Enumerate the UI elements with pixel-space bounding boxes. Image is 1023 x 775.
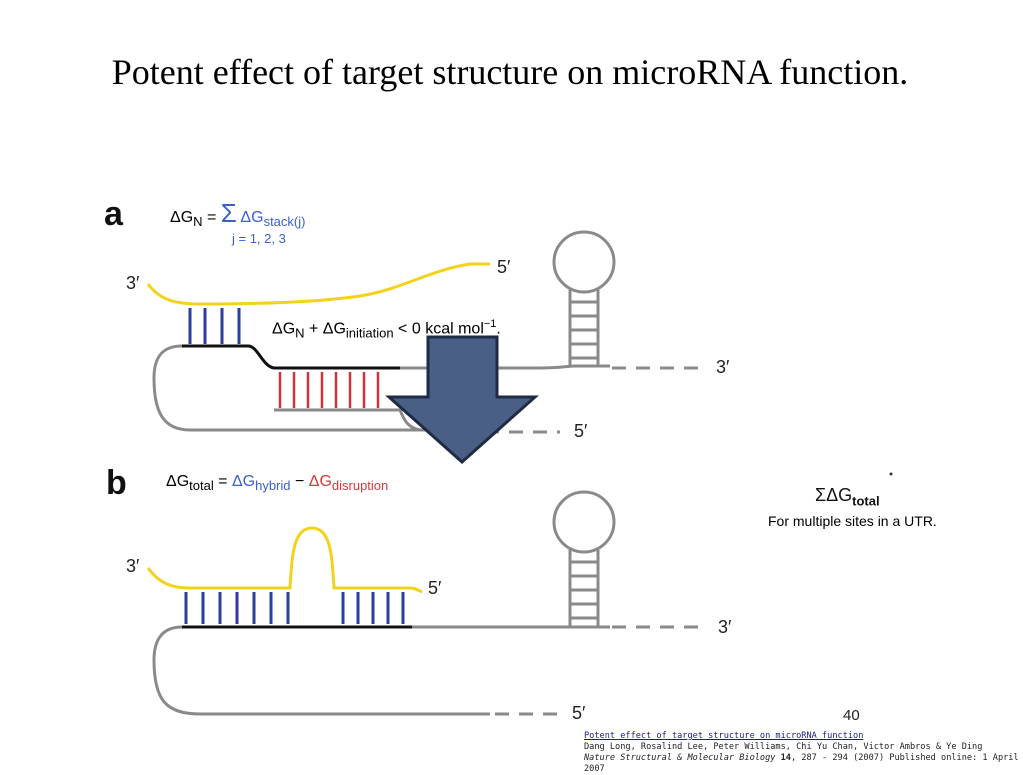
panel-b-mirna-strand bbox=[146, 526, 423, 594]
panel-a-equation-initiation: ΔGN + ΔGinitiation < 0 kcal mol−1. bbox=[272, 318, 501, 341]
panel-a-letter: a bbox=[104, 195, 123, 233]
panel-b-blue-pairs-left bbox=[184, 592, 290, 624]
sum-delta-g-total: ΣΔGtotal bbox=[815, 485, 880, 509]
panel-b-3prime-right: 3′ bbox=[718, 617, 732, 637]
panel-b-5prime-mid: 5′ bbox=[428, 578, 442, 598]
citation: Potent effect of target structure on mic… bbox=[584, 731, 1020, 775]
panel-a-red-pairs bbox=[278, 372, 380, 408]
panel-a-target-top bbox=[400, 364, 610, 370]
panel-a-5prime-bottom: 5′ bbox=[574, 421, 588, 441]
panel-a-equation-index: j = 1, 2, 3 bbox=[232, 231, 286, 246]
panel-a-5prime-top: 5′ bbox=[497, 257, 511, 277]
panel-b-letter: b bbox=[106, 464, 127, 502]
panel-a-equation-sum: ΔGN = Σ ΔGstack(j) bbox=[170, 198, 306, 230]
panel-a-hairpin-stem bbox=[568, 290, 600, 366]
panel-b-blue-pairs-right bbox=[341, 592, 405, 624]
panel-b-3prime-left: 3′ bbox=[126, 556, 140, 576]
panel-b-5prime-bottom: 5′ bbox=[572, 703, 586, 723]
panel-a-blue-pairs bbox=[188, 308, 241, 344]
panel-a-3prime-right: 3′ bbox=[716, 357, 730, 377]
side-note-text: For multiple sites in a UTR. bbox=[768, 513, 937, 529]
panel-a-mirna-strand bbox=[146, 262, 490, 306]
side-note-dot bbox=[889, 472, 893, 476]
citation-journal-line: Nature Structural & Molecular Biology 14… bbox=[584, 753, 1019, 774]
citation-link[interactable]: Potent effect of target structure on mic… bbox=[584, 731, 864, 741]
panel-b-equation: ΔGtotal = ΔGhybrid − ΔGdisruption bbox=[166, 473, 389, 494]
panel-a-hairpin-loop bbox=[552, 230, 616, 294]
panel-a-3prime-left: 3′ bbox=[126, 273, 140, 293]
panel-a-target-inner bbox=[274, 408, 421, 432]
page-number: 40 bbox=[843, 707, 860, 724]
panel-b-target-loop bbox=[152, 625, 490, 716]
panel-b-hairpin-stem bbox=[568, 550, 600, 627]
page-title: Potent effect of target structure on mic… bbox=[111, 52, 909, 92]
panel-b-hairpin-loop bbox=[552, 490, 616, 554]
down-arrow-icon bbox=[385, 335, 539, 465]
panel-a-black-backbone bbox=[182, 344, 400, 370]
citation-authors: Dang Long, Rosalind Lee, Peter Williams,… bbox=[584, 742, 983, 752]
